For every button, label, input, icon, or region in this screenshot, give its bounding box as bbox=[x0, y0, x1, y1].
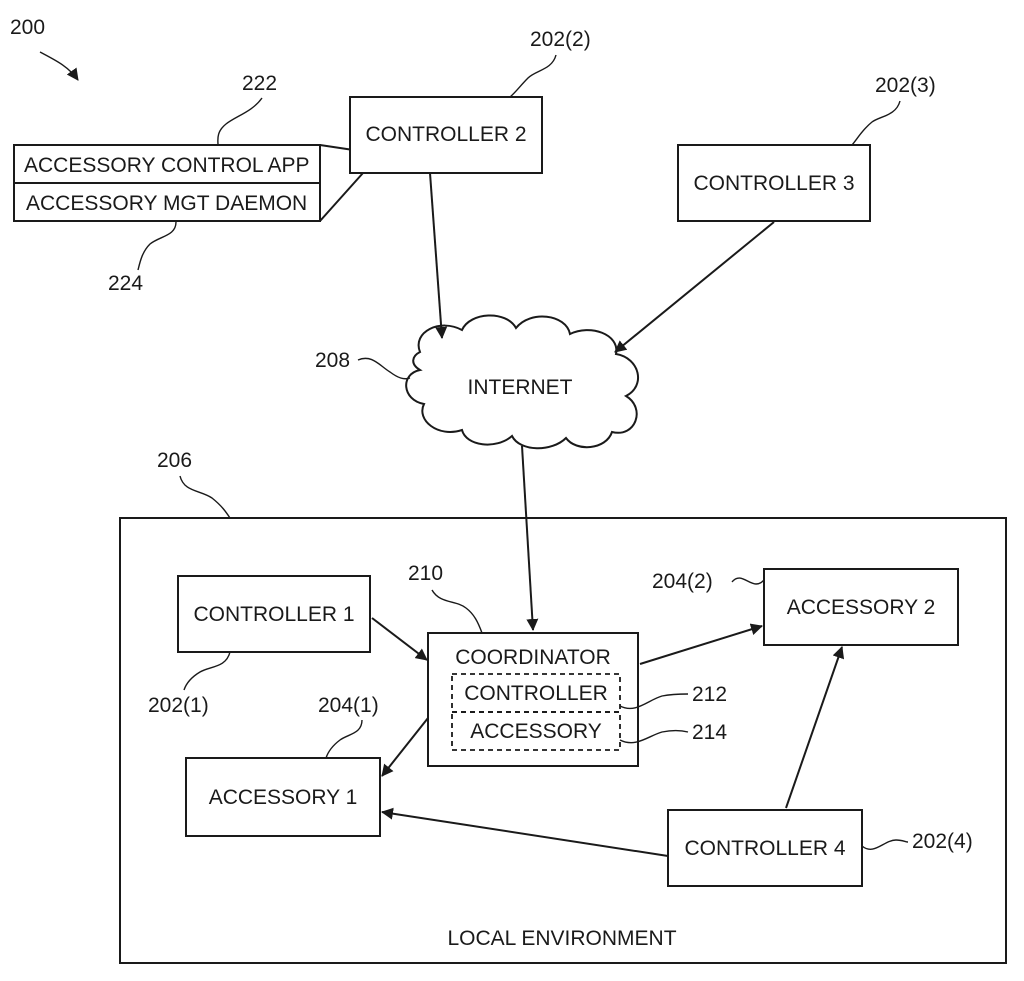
controller-2: CONTROLLER 2 bbox=[350, 97, 542, 173]
controller-4-label: CONTROLLER 4 bbox=[684, 837, 845, 860]
controller-3: CONTROLLER 3 bbox=[678, 145, 870, 221]
ref-202-4: 202(4) bbox=[912, 830, 973, 853]
ref-210: 210 bbox=[408, 562, 443, 585]
accessory-2-label: ACCESSORY 2 bbox=[787, 596, 936, 619]
controller-4: CONTROLLER 4 bbox=[668, 810, 862, 886]
figure-number: 200 bbox=[10, 16, 45, 39]
app-stack: ACCESSORY CONTROL APP ACCESSORY MGT DAEM… bbox=[14, 145, 380, 221]
ref-202-3: 202(3) bbox=[875, 74, 936, 97]
accessory-2: ACCESSORY 2 bbox=[764, 569, 958, 645]
controller-3-label: CONTROLLER 3 bbox=[693, 172, 854, 195]
accessory-1-label: ACCESSORY 1 bbox=[209, 786, 358, 809]
ref-212: 212 bbox=[692, 683, 727, 706]
coordinator-accessory-label: ACCESSORY bbox=[470, 720, 602, 743]
accessory-1: ACCESSORY 1 bbox=[186, 758, 380, 836]
ref-204-2: 204(2) bbox=[652, 570, 713, 593]
ref-202-2: 202(2) bbox=[530, 28, 591, 51]
ref-224-leader bbox=[138, 222, 176, 270]
ref-224: 224 bbox=[108, 272, 143, 295]
controller-1-label: CONTROLLER 1 bbox=[193, 603, 354, 626]
ref-202-1: 202(1) bbox=[148, 694, 209, 717]
ref-208: 208 bbox=[315, 349, 350, 372]
coordinator: COORDINATOR CONTROLLER ACCESSORY bbox=[428, 633, 638, 766]
controller-1: CONTROLLER 1 bbox=[178, 576, 370, 652]
internet-label: INTERNET bbox=[468, 376, 573, 399]
ref-214: 214 bbox=[692, 721, 727, 744]
ref-202-3-leader bbox=[852, 101, 900, 145]
ref-202-2-leader bbox=[510, 55, 556, 97]
ref-206-leader bbox=[180, 476, 230, 518]
ref-208-leader bbox=[358, 358, 410, 378]
controller-2-label: CONTROLLER 2 bbox=[365, 123, 526, 146]
ref-222: 222 bbox=[242, 72, 277, 95]
arrow-controller3-internet bbox=[615, 222, 774, 352]
accessory-control-app-label: ACCESSORY CONTROL APP bbox=[24, 154, 310, 177]
coordinator-controller-label: CONTROLLER bbox=[464, 682, 608, 705]
accessory-mgt-daemon-label: ACCESSORY MGT DAEMON bbox=[26, 192, 307, 215]
ref-206: 206 bbox=[157, 449, 192, 472]
coordinator-label: COORDINATOR bbox=[455, 646, 611, 669]
local-environment-label: LOCAL ENVIRONMENT bbox=[447, 927, 676, 950]
figure-pointer-arrow bbox=[40, 52, 78, 80]
arrow-controller2-internet bbox=[430, 173, 442, 338]
ref-222-leader bbox=[218, 98, 262, 145]
ref-204-1: 204(1) bbox=[318, 694, 379, 717]
